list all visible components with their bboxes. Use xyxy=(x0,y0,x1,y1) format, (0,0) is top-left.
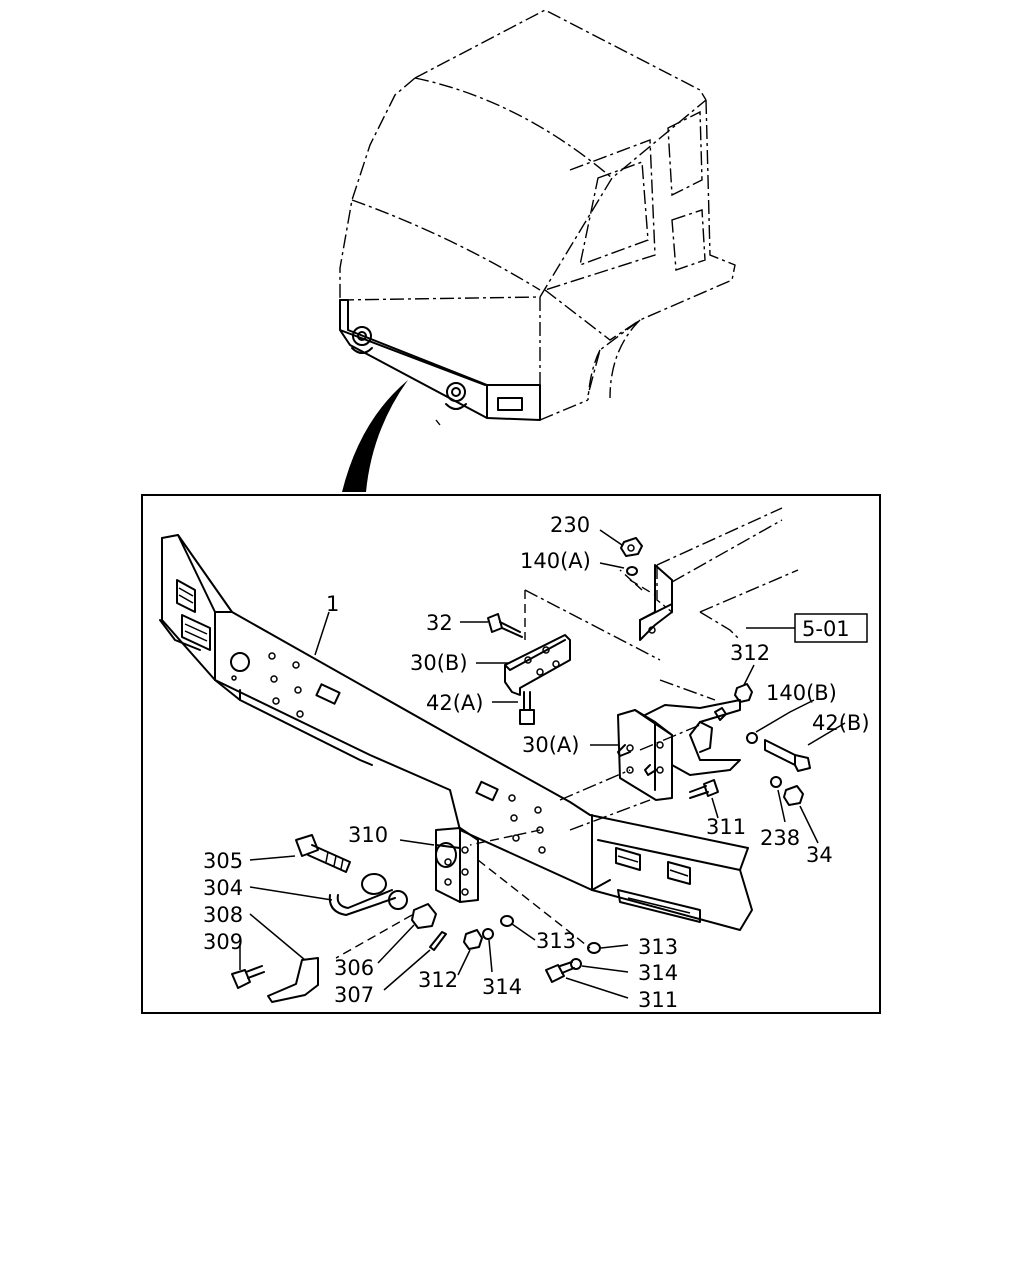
detail-pointer-arrow xyxy=(342,380,408,492)
bumper-beam-part-1 xyxy=(159,534,753,931)
callout-313-lower: 313 xyxy=(536,929,576,953)
callout-304: 304 xyxy=(203,876,243,900)
nut-306 xyxy=(411,903,437,929)
callout-42a: 42(A) xyxy=(426,691,483,715)
nut-312-upper xyxy=(734,683,753,703)
callout-140b: 140(B) xyxy=(766,681,837,705)
bolt-42a xyxy=(519,691,535,725)
callout-140a: 140(A) xyxy=(520,549,591,573)
nut-312-lower xyxy=(463,929,483,950)
reference-box xyxy=(794,613,868,643)
truck-cab-outline xyxy=(339,9,736,426)
callout-238: 238 xyxy=(760,826,800,850)
callout-307: 307 xyxy=(334,983,374,1007)
callout-1: 1 xyxy=(326,592,339,616)
washer-314-left xyxy=(482,928,494,940)
bracket-30b xyxy=(504,634,571,696)
callout-308: 308 xyxy=(203,903,243,927)
callout-230: 230 xyxy=(550,513,590,537)
washer-238 xyxy=(770,776,782,788)
callout-306: 306 xyxy=(334,956,374,980)
callout-32: 32 xyxy=(426,611,453,635)
washer-140a xyxy=(626,566,638,576)
washer-140b xyxy=(746,732,758,744)
callout-314-lower: 314 xyxy=(482,975,522,999)
clip-308 xyxy=(267,957,319,1003)
bolt-309 xyxy=(231,965,265,989)
cotter-pin-307 xyxy=(429,931,447,951)
frame-bracket-upper xyxy=(639,564,673,641)
callout-310: 310 xyxy=(348,823,388,847)
callout-305: 305 xyxy=(203,849,243,873)
washer-313-right xyxy=(587,942,601,954)
bolt-32 xyxy=(487,613,523,638)
detail-frame xyxy=(141,494,881,1014)
callout-42b: 42(B) xyxy=(812,711,870,735)
callout-314-right: 314 xyxy=(638,961,678,985)
callout-309: 309 xyxy=(203,930,243,954)
nut-34 xyxy=(783,785,804,806)
bolt-311-upper xyxy=(689,779,719,799)
chassis-frame-outline xyxy=(524,507,799,831)
washer-314-right xyxy=(570,958,582,970)
callout-30b: 30(B) xyxy=(410,651,468,675)
tow-bracket-310 xyxy=(435,827,479,903)
callout-311-lower: 311 xyxy=(638,988,678,1012)
shackle-304 xyxy=(328,873,408,916)
callout-34: 34 xyxy=(806,843,833,867)
callout-30a: 30(A) xyxy=(522,733,579,757)
callout-312-upper: 312 xyxy=(730,641,770,665)
bolt-42b xyxy=(764,739,811,772)
callout-312-lower: 312 xyxy=(418,968,458,992)
nut-230 xyxy=(620,537,643,557)
washer-313-left xyxy=(500,915,514,927)
leader-lines xyxy=(239,529,846,999)
callout-311-upper: 311 xyxy=(706,815,746,839)
callout-313-right: 313 xyxy=(638,935,678,959)
pin-305 xyxy=(295,834,351,873)
reference-box-label: 5-01 xyxy=(802,617,850,641)
callout-labels: 1 230 140(A) 32 30(B) 42(A) 30(A) 312 14… xyxy=(203,513,870,1012)
bolt-311-lower xyxy=(545,961,575,983)
bracket-30a xyxy=(617,699,741,801)
